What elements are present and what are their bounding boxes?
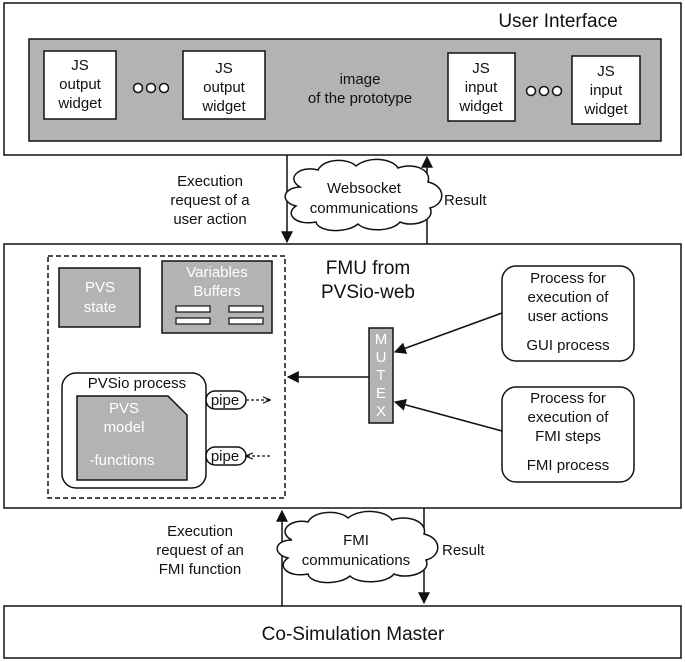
prototype-label-2: of the prototype <box>308 90 412 107</box>
ui-title: User Interface <box>498 11 617 32</box>
fmu-title-line-1: FMU from <box>326 258 410 279</box>
user-interface-box: User Interface image of the prototype JS… <box>3 2 682 156</box>
widget-4-line-1: JS <box>597 63 615 80</box>
widget-2-line-2: output <box>203 79 246 96</box>
fmi-process-line-3: FMI steps <box>535 428 601 445</box>
mutex-letter: U <box>376 349 387 366</box>
widget-2-line-1: JS <box>215 60 233 77</box>
mutex-letter: T <box>376 367 385 384</box>
widget-3-line-3: widget <box>458 98 503 115</box>
buffer-slot <box>175 317 211 325</box>
prototype-label-1: image <box>340 71 381 88</box>
pipe-in: pipe <box>205 446 270 466</box>
bottom-request-line-3: FMI function <box>159 561 242 578</box>
co-simulation-master-box: Co-Simulation Master <box>3 605 682 659</box>
widget-1-line-3: widget <box>57 95 102 112</box>
fmi-process-box: Process for execution of FMI steps FMI p… <box>501 386 635 483</box>
mutex-letter: X <box>376 403 386 420</box>
fmu-dashed-region <box>47 255 286 499</box>
js-output-widget-1: JS output widget <box>43 50 117 120</box>
variables-line-1: Variables <box>186 264 247 281</box>
gui-process-line-4: GUI process <box>526 337 609 354</box>
widget-2-line-3: widget <box>201 98 246 115</box>
variables-line-2: Buffers <box>193 283 240 300</box>
gui-process-line-1: Process for <box>530 270 606 287</box>
bottom-request-line-2: request of an <box>156 542 244 559</box>
mutex-letter: M <box>375 331 388 348</box>
fmi-cloud-line-2: communications <box>302 552 410 569</box>
pvs-model-line-3: -functions <box>89 452 154 469</box>
js-input-widget-1: JS input widget <box>447 52 516 122</box>
gui-process-box: Process for execution of user actions GU… <box>501 265 635 362</box>
bottom-connection: FMI communications Execution request of … <box>156 508 485 606</box>
variables-buffers-box: Variables Buffers <box>161 260 273 334</box>
pipe-out: pipe <box>205 390 270 410</box>
js-input-widget-2: JS input widget <box>571 55 641 125</box>
websocket-cloud-line-1: Websocket <box>327 180 402 197</box>
mutex-letter: E <box>376 385 386 402</box>
bottom-result-label: Result <box>442 542 485 559</box>
buffer-slot <box>228 317 264 325</box>
fmu-box: FMU from PVSio-web PVS state Variables B… <box>3 243 682 509</box>
widget-1-line-2: output <box>59 76 102 93</box>
fmu-title-line-2: PVSio-web <box>321 282 415 303</box>
fmi-process-line-2: execution of <box>528 409 610 426</box>
pvsio-process-box: PVSio process PVS model -functions <box>61 372 207 489</box>
pvs-state-line-1: PVS <box>85 279 115 296</box>
gui-to-mutex-arrow <box>393 312 503 354</box>
pvs-model-line-2: model <box>104 419 145 436</box>
js-output-widget-2: JS output widget <box>182 50 266 120</box>
pvs-model-line-1: PVS <box>109 400 139 417</box>
websocket-cloud-shape <box>284 158 443 232</box>
widget-4-line-3: widget <box>583 101 628 118</box>
gui-process-line-3: user actions <box>528 308 609 325</box>
buffer-slot <box>175 305 211 313</box>
widget-3-line-2: input <box>465 79 498 96</box>
top-request-line-3: user action <box>173 211 246 228</box>
widget-4-line-2: input <box>590 82 623 99</box>
ellipsis-icon <box>525 85 563 97</box>
pipe-out-label: pipe <box>211 392 239 409</box>
pvsio-process-label: PVSio process <box>88 375 186 392</box>
top-request-line-1: Execution <box>177 173 243 190</box>
top-request-line-2: request of a <box>170 192 250 209</box>
fmi-to-mutex-arrow <box>393 399 503 432</box>
pvs-model-shape <box>76 395 188 481</box>
ellipsis-icon <box>132 82 170 94</box>
pipe-in-label: pipe <box>211 448 239 465</box>
buffer-slot <box>228 305 264 313</box>
fmi-cloud-shape <box>276 510 439 584</box>
top-connection: Websocket communications Execution reque… <box>170 155 487 244</box>
master-title: Co-Simulation Master <box>262 624 445 645</box>
fmi-process-line-4: FMI process <box>527 457 610 474</box>
fmi-cloud-line-1: FMI <box>343 532 369 549</box>
gui-process-line-2: execution of <box>528 289 610 306</box>
top-result-label: Result <box>444 192 487 209</box>
mutex-bar: M U T E X <box>368 327 394 424</box>
widget-1-line-1: JS <box>71 57 89 74</box>
fmi-process-line-1: Process for <box>530 390 606 407</box>
pvs-state-box: PVS state <box>58 267 141 328</box>
pvs-state-line-2: state <box>84 299 117 316</box>
bottom-request-line-1: Execution <box>167 523 233 540</box>
websocket-cloud-line-2: communications <box>310 200 418 217</box>
widget-3-line-1: JS <box>472 60 490 77</box>
